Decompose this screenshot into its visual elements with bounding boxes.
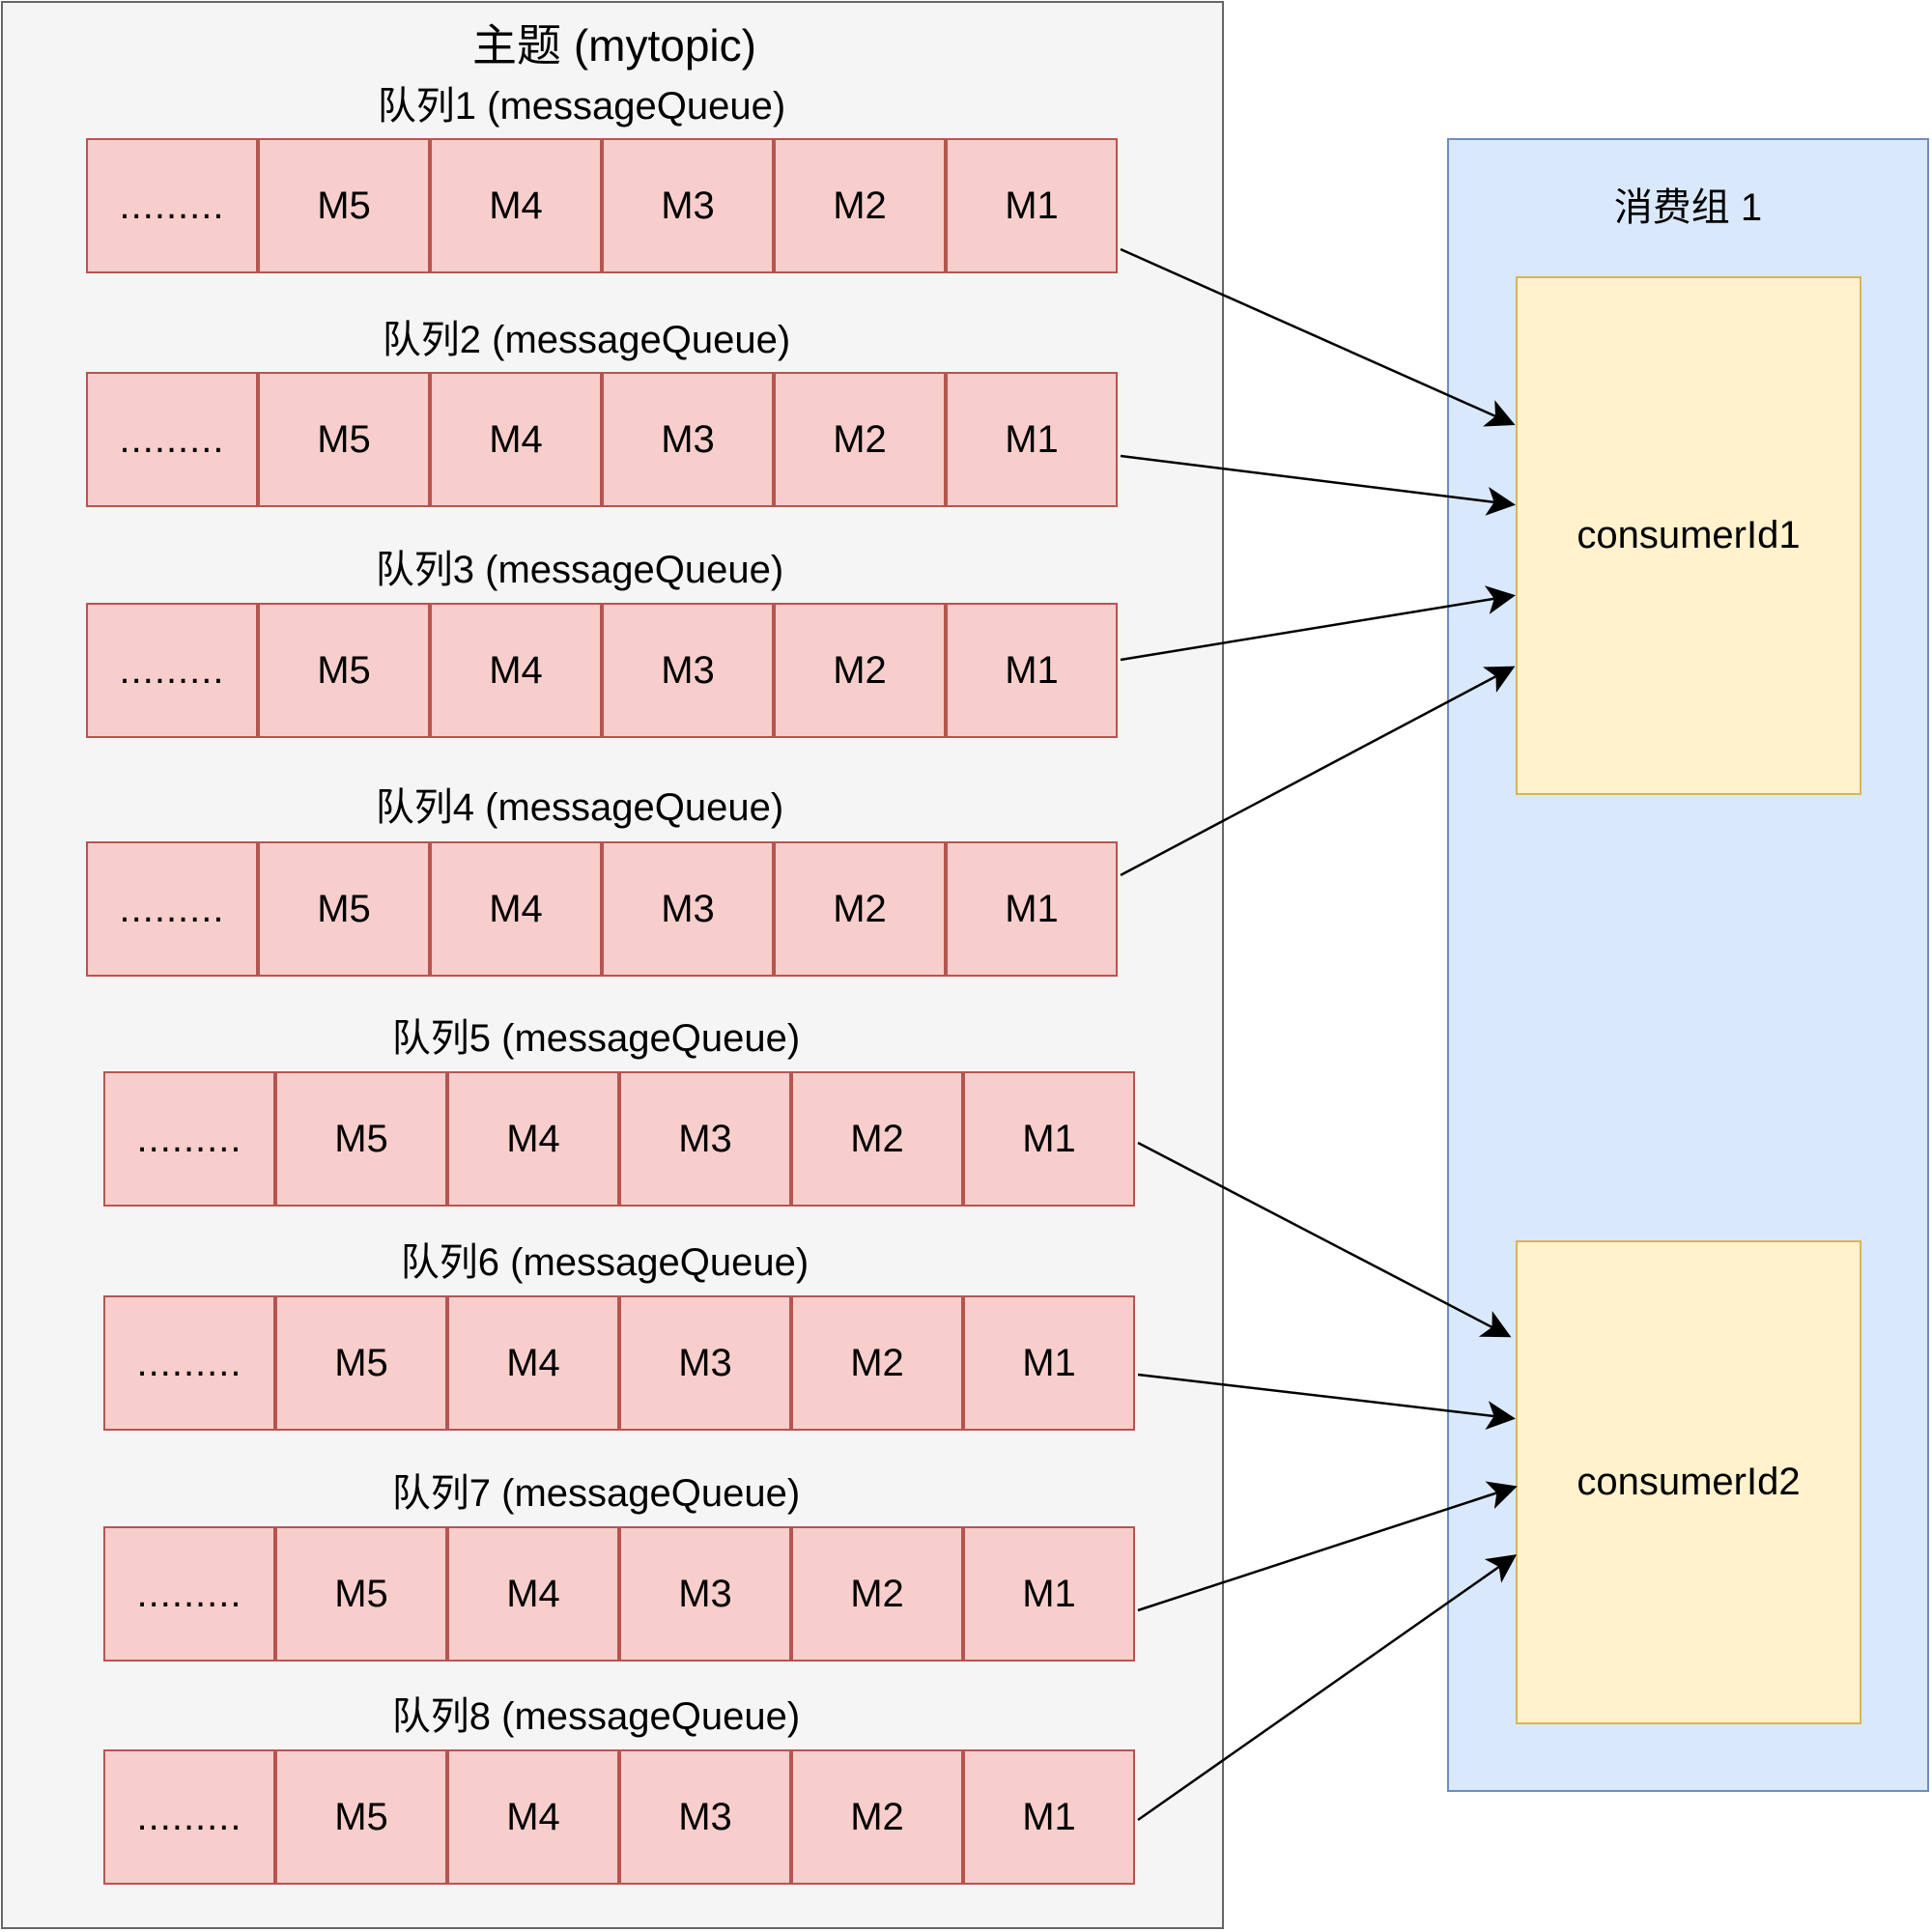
queue-cell: M5 (275, 1071, 447, 1207)
queue-cell: M2 (774, 603, 946, 738)
consumer-group-title: 消费组 1 (1613, 186, 1763, 229)
queue-4-label: 队列4 (messageQueue) (375, 786, 784, 829)
queue-5-row: ......... M5 M4 M3 M2 M1 (103, 1071, 1135, 1207)
queue-7-row: ......... M5 M4 M3 M2 M1 (103, 1526, 1135, 1662)
queue-cell: M2 (791, 1295, 963, 1431)
queue-3-label: 队列3 (messageQueue) (375, 549, 784, 591)
queue-2-row: ......... M5 M4 M3 M2 M1 (86, 372, 1118, 507)
queue-cell: M4 (447, 1295, 619, 1431)
queue-cell: M2 (774, 372, 946, 507)
queue-cell: M3 (619, 1071, 791, 1207)
queue-cell: M1 (963, 1295, 1135, 1431)
queue-cell: ......... (86, 138, 258, 273)
queue-cell: M4 (430, 138, 602, 273)
queue-cell: M4 (430, 603, 602, 738)
queue-cell: M5 (258, 603, 430, 738)
queue-1-label: 队列1 (messageQueue) (377, 85, 786, 128)
queue-cell: ......... (86, 841, 258, 977)
queue-cell: M3 (619, 1526, 791, 1662)
queue-8-row: ......... M5 M4 M3 M2 M1 (103, 1749, 1135, 1885)
queue-cell: M3 (602, 138, 774, 273)
queue-cell: ......... (103, 1526, 275, 1662)
queue-cell: M4 (430, 372, 602, 507)
queue-cell: M1 (963, 1071, 1135, 1207)
queue-cell: M3 (602, 603, 774, 738)
queue-cell: M3 (602, 372, 774, 507)
consumer-2-label: consumerId2 (1577, 1461, 1801, 1503)
queue-cell: M5 (275, 1526, 447, 1662)
queue-cell: M5 (258, 138, 430, 273)
topic-title: 主题 (mytopic) (472, 20, 756, 71)
queue-cell: M1 (946, 138, 1118, 273)
queue-cell: M2 (791, 1526, 963, 1662)
consumer-1-label: consumerId1 (1577, 514, 1801, 556)
queue-cell: M3 (602, 841, 774, 977)
queue-cell: ......... (86, 603, 258, 738)
queue-cell: ......... (103, 1295, 275, 1431)
consumer-1-box: consumerId1 (1516, 276, 1861, 795)
queue-cell: M1 (963, 1749, 1135, 1885)
queue-6-label: 队列6 (messageQueue) (400, 1241, 810, 1284)
queue-cell: M3 (619, 1749, 791, 1885)
queue-cell: M5 (275, 1749, 447, 1885)
queue-4-row: ......... M5 M4 M3 M2 M1 (86, 841, 1118, 977)
queue-cell: M1 (946, 603, 1118, 738)
queue-cell: M2 (774, 138, 946, 273)
queue-cell: M1 (963, 1526, 1135, 1662)
queue-cell: M2 (774, 841, 946, 977)
queue-8-label: 队列8 (messageQueue) (391, 1695, 801, 1738)
queue-cell: M1 (946, 841, 1118, 977)
queue-cell: M2 (791, 1071, 963, 1207)
queue-2-label: 队列2 (messageQueue) (382, 319, 791, 361)
queue-7-label: 队列7 (messageQueue) (391, 1472, 801, 1515)
queue-cell: M5 (258, 841, 430, 977)
consumer-2-box: consumerId2 (1516, 1240, 1861, 1724)
queue-6-row: ......... M5 M4 M3 M2 M1 (103, 1295, 1135, 1431)
queue-cell: ......... (103, 1749, 275, 1885)
queue-cell: M2 (791, 1749, 963, 1885)
queue-cell: M4 (447, 1526, 619, 1662)
queue-5-label: 队列5 (messageQueue) (391, 1017, 801, 1060)
queue-cell: M5 (275, 1295, 447, 1431)
queue-cell: M4 (430, 841, 602, 977)
queue-cell: M3 (619, 1295, 791, 1431)
queue-cell: ......... (86, 372, 258, 507)
queue-cell: M4 (447, 1749, 619, 1885)
queue-1-row: ......... M5 M4 M3 M2 M1 (86, 138, 1118, 273)
queue-cell: M1 (946, 372, 1118, 507)
queue-cell: ......... (103, 1071, 275, 1207)
queue-cell: M5 (258, 372, 430, 507)
queue-3-row: ......... M5 M4 M3 M2 M1 (86, 603, 1118, 738)
queue-cell: M4 (447, 1071, 619, 1207)
